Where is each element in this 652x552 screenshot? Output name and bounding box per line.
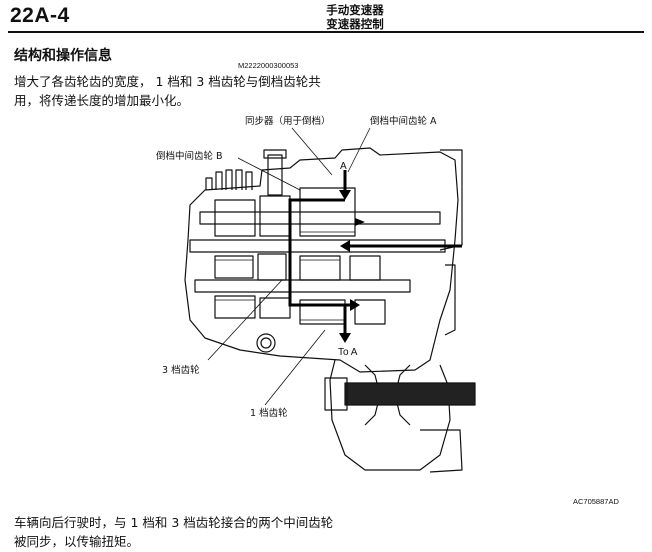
leader-idler-a	[347, 127, 371, 173]
page-id: 22A-4	[10, 4, 70, 27]
callout-reverse-idler-a: 倒档中间齿轮 A	[370, 116, 437, 127]
header-title-line2: 变速器控制	[326, 17, 384, 31]
intro-paragraph: 增大了各齿轮齿的宽度， 1 档和 3 档齿轮与倒档齿轮共用，将传递长度的增加最小…	[14, 74, 321, 108]
header-titles: 手动变速器 变速器控制	[300, 3, 410, 31]
callout-1st-gear: 1 档齿轮	[250, 408, 288, 419]
upper-shaft	[199, 211, 441, 225]
output-shaft	[344, 382, 476, 406]
lower-shaft	[194, 279, 411, 293]
arrowhead-main	[350, 299, 360, 311]
bolt	[267, 154, 283, 196]
arrowhead-down	[339, 333, 351, 343]
header-title-line1: 手动变速器	[326, 3, 384, 17]
leader-1st	[264, 329, 326, 406]
operation-paragraph: 车辆向后行驶时，与 1 档和 3 档齿轮接合的两个中间齿轮被同步，以传输扭矩。	[14, 515, 334, 549]
callout-synchronizer: 同步器（用于倒档）	[245, 116, 331, 127]
arrowhead-input	[340, 240, 350, 252]
section-title: 结构和操作信息	[14, 48, 112, 64]
cooling-fins	[205, 169, 253, 190]
drain-plug	[256, 333, 276, 353]
housing-outline	[184, 147, 459, 373]
differential-housing	[329, 359, 451, 471]
leader-3rd	[207, 279, 283, 361]
figure-id: AC705887AD	[573, 497, 619, 506]
callout-3rd-gear: 3 档齿轮	[162, 365, 200, 376]
figure-code: M2222000300053	[238, 61, 299, 70]
arrowhead-a	[339, 190, 351, 200]
callout-reverse-idler-b: 倒档中间齿轮 B	[156, 151, 223, 162]
leader-idler-b	[237, 157, 301, 191]
power-flow-main	[288, 198, 350, 307]
header-rule	[8, 31, 644, 33]
leader-synchronizer	[291, 127, 333, 176]
marker-a: A	[340, 161, 347, 172]
marker-to-a: To A	[338, 347, 358, 358]
